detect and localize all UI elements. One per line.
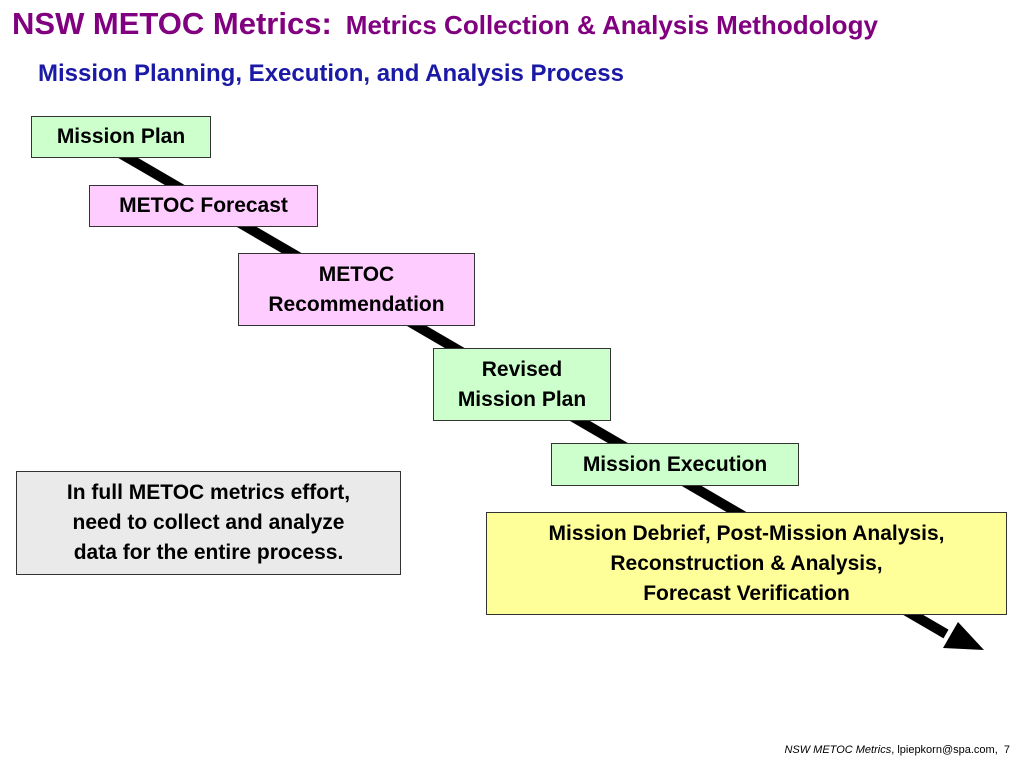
footer-source: NSW METOC Metrics [784, 744, 892, 756]
step-label: Mission Debrief, Post-Mission Analysis, … [548, 521, 945, 605]
title-main: NSW METOC Metrics: [12, 6, 332, 41]
step-mission-plan: Mission Plan [31, 116, 211, 158]
slide-subtitle: Mission Planning, Execution, and Analysi… [38, 60, 624, 87]
step-label: Mission Execution [582, 452, 768, 476]
note-box: In full METOC metrics effort, need to co… [16, 471, 401, 575]
step-label: Mission Plan [56, 125, 186, 148]
title-sub: Metrics Collection & Analysis Methodolog… [345, 10, 878, 40]
footer-contact: , lpiepkorn@spa.com, [891, 744, 998, 756]
step-mission-execution: Mission Execution [551, 443, 799, 486]
step-label: METOC Forecast [119, 194, 288, 217]
step-label: Revised Mission Plan [457, 357, 587, 411]
note-text: In full METOC metrics effort, need to co… [66, 481, 351, 564]
step-metoc-forecast: METOC Forecast [89, 185, 318, 227]
step-mission-debrief: Mission Debrief, Post-Mission Analysis, … [486, 512, 1007, 615]
slide-title: NSW METOC Metrics: Metrics Collection & A… [12, 6, 1012, 42]
process-arrow-head [943, 622, 984, 650]
step-revised-mission-plan: Revised Mission Plan [433, 348, 611, 421]
step-metoc-recommendation: METOC Recommendation [238, 253, 475, 326]
footer-page-number: 7 [1003, 744, 1010, 756]
step-label: METOC Recommendation [268, 262, 445, 316]
footer: NSW METOC Metrics, lpiepkorn@spa.com, 7 [784, 744, 1010, 756]
